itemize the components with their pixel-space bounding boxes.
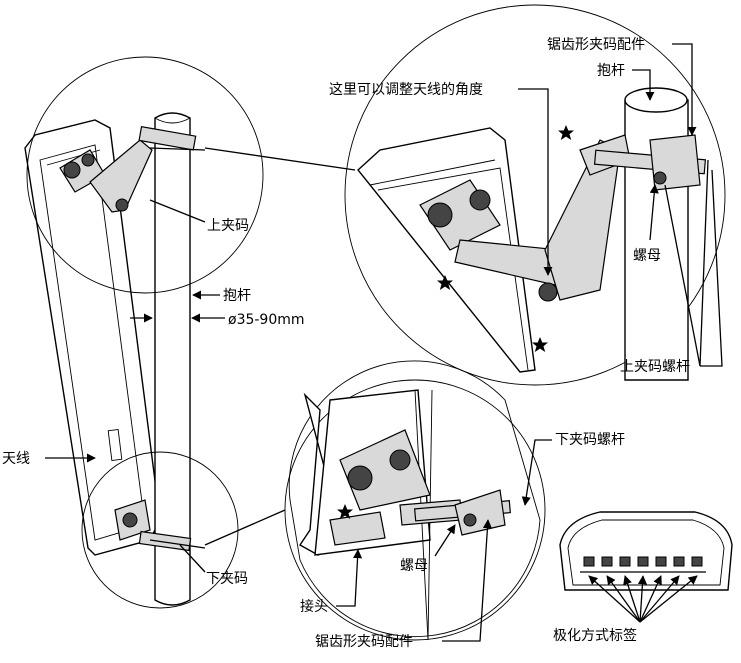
upper-zoom-circle (344, 4, 726, 386)
lower-zoom-bracket (329, 429, 511, 546)
polarization-leaders (588, 575, 698, 623)
label-antenna: 天线 (2, 451, 30, 467)
star-icon (532, 337, 548, 352)
upper-clamp-assembly (59, 125, 206, 213)
main-pole (154, 112, 191, 606)
label-pole: 抱杆 (223, 288, 251, 304)
upper-detail-circle (26, 56, 264, 294)
label-lower-clamp: 下夹码 (206, 571, 248, 587)
label-nut-bottom: 螺母 (400, 558, 428, 574)
label-polarization: 极化方式标签 (553, 627, 637, 644)
upper-zoom-bracket (419, 134, 707, 302)
star-icon (558, 125, 574, 140)
label-adjust-angle: 这里可以调整天线的角度 (329, 81, 483, 98)
label-lower-clamp-screw: 下夹码螺杆 (555, 432, 625, 448)
label-nut-top: 螺母 (633, 248, 661, 264)
label-serrated-clamp-top: 锯齿形夹码配件 (547, 37, 645, 53)
lower-zoom-circle (284, 379, 546, 641)
label-connector: 接头 (300, 598, 328, 615)
label-serrated-clamp-bottom: 锯齿形夹码配件 (315, 634, 413, 650)
zoom-connector-lower (204, 509, 286, 546)
label-upper-clamp-screw: 上夹码螺杆 (620, 359, 690, 375)
upper-zoom-pole (624, 87, 689, 381)
label-upper-clamp: 上夹码 (207, 218, 249, 234)
label-pole-top: 抱杆 (597, 63, 625, 79)
upper-zoom-antenna (357, 127, 536, 373)
polarization-panel (559, 511, 733, 591)
zoom-connector-upper (204, 147, 356, 171)
lower-clamp-assembly (114, 499, 206, 552)
label-pole-diameter: ø35-90mm (228, 312, 305, 328)
polarization-markers (580, 556, 706, 573)
